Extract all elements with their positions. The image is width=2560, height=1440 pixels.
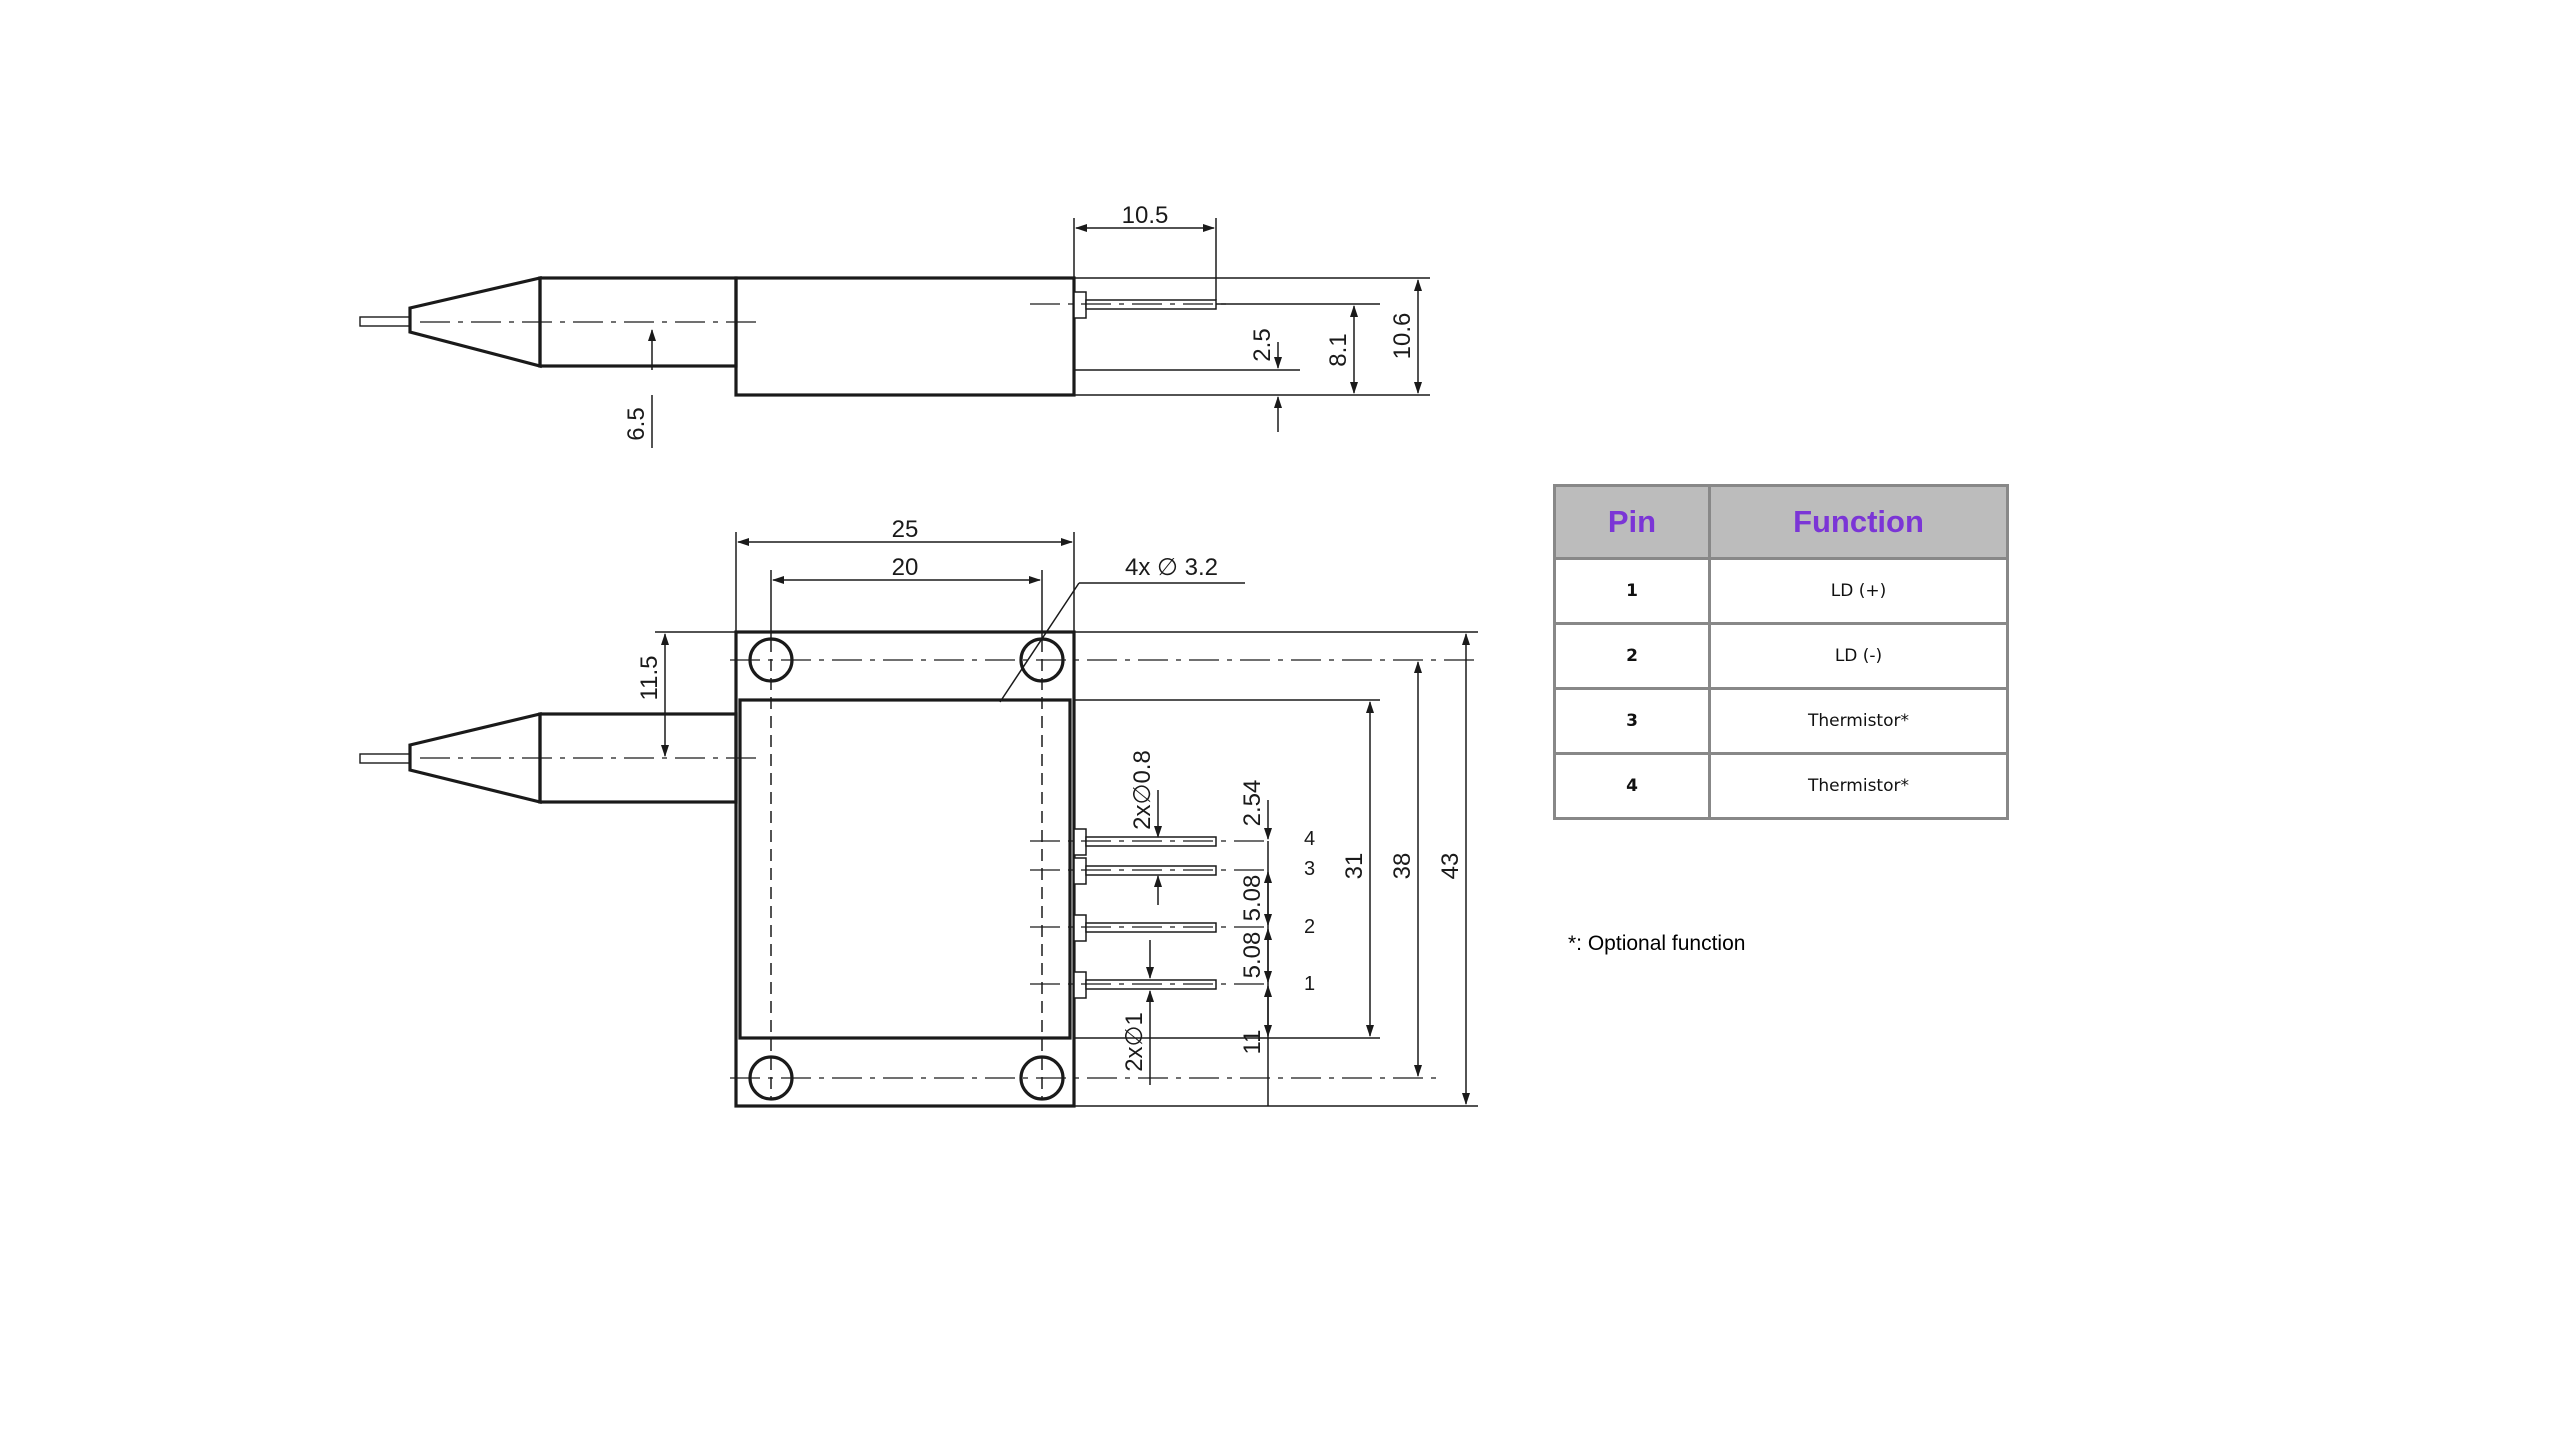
pin-cell: 2 <box>1553 622 1711 690</box>
dim-side-pin-to-top: 8.1 <box>1325 333 1352 366</box>
side-pin-base <box>1073 291 1087 319</box>
side-body <box>734 276 1076 397</box>
dim-side-fiber-height: 6.5 <box>623 407 650 440</box>
dim-side-pin-height: 2.5 <box>1249 328 1276 361</box>
dim-side-pin-length: 10.5 <box>1122 202 1169 229</box>
dim-pin1-offset: 11 <box>1239 1030 1266 1055</box>
table-row: 3 Thermistor* <box>1553 687 2009 755</box>
dim-pin-pitch-low: 5.08 <box>1239 932 1266 979</box>
table-row: 2 LD (-) <box>1553 622 2009 690</box>
dim-hole-callout: 4x ∅ 3.2 <box>1125 554 1218 581</box>
dim-pin-diameter-upper: 2x∅0.8 <box>1129 750 1156 830</box>
dim-overall-length: 43 <box>1437 853 1464 880</box>
dim-pin-diameter-lower: 2x∅1 <box>1121 1012 1148 1072</box>
pin-cell: 4 <box>1553 752 1711 820</box>
table-row: 4 Thermistor* <box>1553 752 2009 820</box>
pin-3 <box>1073 857 1217 885</box>
footnote: *: Optional function <box>1568 932 1746 955</box>
pin-label-1: 1 <box>1304 973 1315 995</box>
function-cell: LD (-) <box>1708 622 2009 690</box>
dim-hole-length: 38 <box>1389 853 1416 880</box>
top-body <box>738 698 1072 1040</box>
dim-top-hole-spacing: 20 <box>892 554 919 581</box>
pin-function-table: Pin Function 1 LD (+) 2 LD (-) 3 Thermis… <box>1553 484 2009 820</box>
pin-label-2: 2 <box>1304 916 1315 938</box>
side-view: 10.5 2.5 8.1 10.6 6.5 <box>359 202 1430 448</box>
pin-label-3: 3 <box>1304 858 1315 880</box>
table-row: 1 LD (+) <box>1553 557 2009 625</box>
header-function: Function <box>1708 484 2009 560</box>
pin-2 <box>1073 914 1217 942</box>
pin-1 <box>1073 971 1217 999</box>
dim-fiber-offset: 11.5 <box>636 656 663 701</box>
top-view: 4 3 2 1 25 20 4x ∅ 3.2 11.5 2x∅0.8 <box>359 516 1480 1108</box>
dim-pin-pitch-top: 2.54 <box>1239 780 1266 827</box>
pin-label-4: 4 <box>1304 828 1315 850</box>
dim-body-length: 31 <box>1341 853 1368 880</box>
function-cell: Thermistor* <box>1708 752 2009 820</box>
pin-cell: 1 <box>1553 557 1711 625</box>
function-cell: Thermistor* <box>1708 687 2009 755</box>
pin-cell: 3 <box>1553 687 1711 755</box>
side-fiber-tail <box>359 316 411 327</box>
dim-side-body-height: 10.6 <box>1389 313 1416 360</box>
table-header-row: Pin Function <box>1553 484 2009 560</box>
top-flange <box>734 630 1076 1108</box>
dim-top-width-overall: 25 <box>892 516 919 543</box>
top-fiber-tail <box>359 753 411 764</box>
dim-pin-pitch-mid: 5.08 <box>1239 875 1266 922</box>
header-pin: Pin <box>1553 484 1711 560</box>
pin-4 <box>1073 828 1217 856</box>
function-cell: LD (+) <box>1708 557 2009 625</box>
